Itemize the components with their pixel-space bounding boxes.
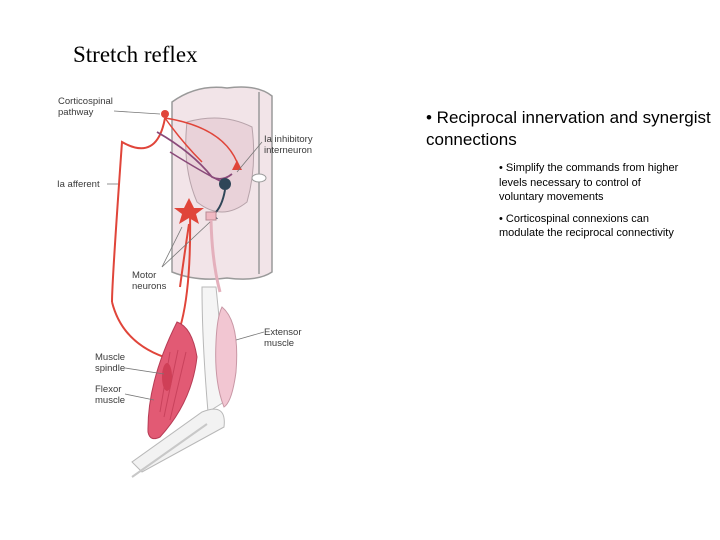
motor-neuron-extensor	[206, 212, 216, 220]
label-ia-afferent: Ia afferent	[57, 179, 100, 190]
sub-bullet-list: • Simplify the commands from higher leve…	[499, 161, 716, 241]
sub-bullet: • Simplify the commands from higher leve…	[499, 161, 679, 205]
forearm-bones	[132, 409, 224, 472]
stretch-reflex-figure: Corticospinal pathway Ia inhibitory inte…	[52, 82, 352, 482]
label-corticospinal-pathway: Corticospinal pathway	[58, 96, 113, 118]
slide-title: Stretch reflex	[73, 42, 198, 68]
label-muscle-spindle: Muscle spindle	[95, 352, 125, 374]
corticospinal-neuron	[161, 110, 169, 118]
sub-bullet: • Corticospinal connexions can modulate …	[499, 212, 679, 241]
label-extensor-muscle: Extensor muscle	[264, 327, 302, 349]
label-flexor-muscle: Flexor muscle	[95, 384, 125, 406]
label-ia-inhibitory-interneuron: Ia inhibitory interneuron	[264, 134, 313, 156]
bullet-main: • Reciprocal innervation and synergist c…	[426, 107, 716, 151]
central-canal	[252, 174, 266, 182]
muscle-spindle	[162, 363, 172, 391]
label-motor-neurons: Motor neurons	[132, 270, 166, 292]
ia-inhibitory-interneuron	[219, 178, 231, 190]
bullet-list: • Reciprocal innervation and synergist c…	[426, 107, 716, 248]
gray-matter	[186, 118, 254, 212]
